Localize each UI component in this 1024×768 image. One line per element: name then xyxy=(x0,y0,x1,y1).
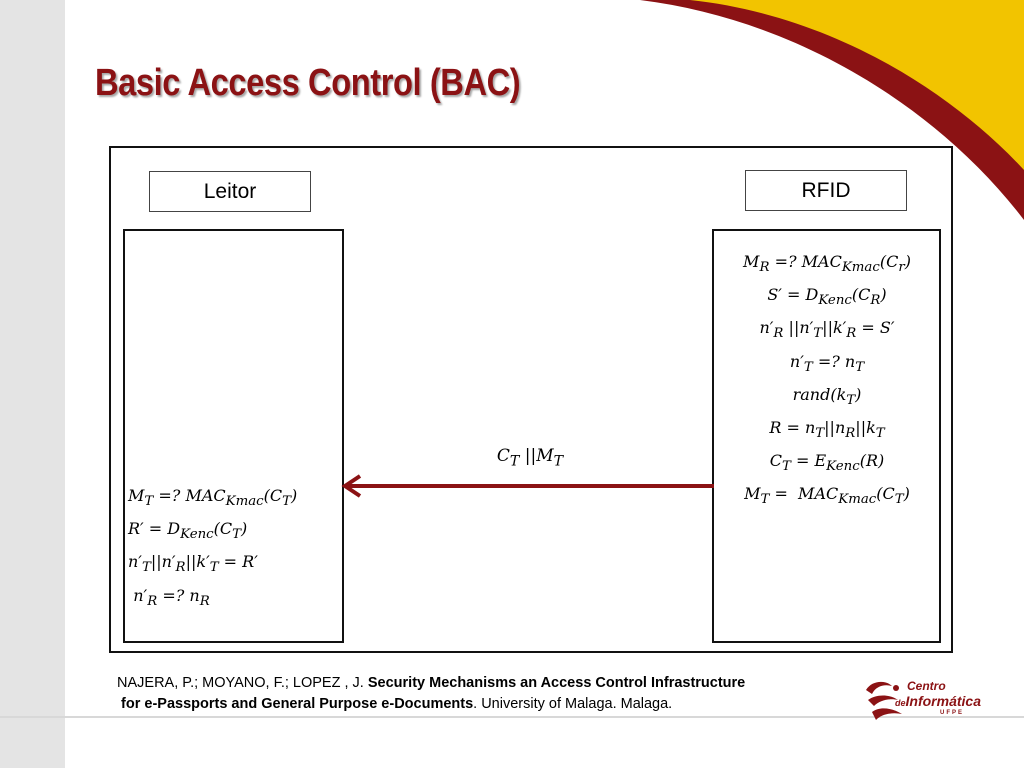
message-arrow xyxy=(341,474,714,498)
rfid-eq-8: MT = MACKmac(CT) xyxy=(744,484,910,508)
reader-equations: MT =? MACKmac(CT) R′ = DKenc(CT) n′T||n′… xyxy=(0,482,343,615)
rfid-label-text: RFID xyxy=(801,178,851,202)
reader-eq-2: R′ = DKenc(CT) xyxy=(128,519,248,543)
rfid-eq-3: n′R ||n′T||k′R = S′ xyxy=(759,318,895,342)
left-strip xyxy=(0,0,65,768)
rfid-eq-7: CT = EKenc(R) xyxy=(769,451,885,475)
cin-logo: Centro deInformática UFPE xyxy=(862,676,1002,722)
footer-divider xyxy=(0,716,1024,718)
citation-title-1: Security Mechanisms an Access Control In… xyxy=(367,675,746,691)
rfid-label: RFID xyxy=(745,170,907,211)
rfid-panel xyxy=(712,229,941,643)
message-label: CT ||MT xyxy=(496,446,564,470)
reader-label: Leitor xyxy=(149,171,311,212)
logo-line3: UFPE xyxy=(940,710,965,716)
logo-line2: deInformática xyxy=(895,693,981,709)
rfid-eq-5: rand(kT) xyxy=(792,384,862,408)
reader-label-text: Leitor xyxy=(203,179,257,203)
citation-authors: NAJERA, P.; MOYANO, F.; LOPEZ , J. xyxy=(117,675,368,691)
logo-line2-small: de xyxy=(895,698,906,708)
reader-eq-3: n′T||n′R||k′T = R′ xyxy=(128,552,258,576)
citation-title-2: for e-Passports and General Purpose e-Do… xyxy=(121,696,474,712)
logo-line1: Centro xyxy=(907,679,946,693)
reader-panel xyxy=(123,229,344,643)
rfid-eq-4: n′T =? nT xyxy=(789,351,865,375)
rfid-eq-2: S′ = DKenc(CR) xyxy=(767,285,887,309)
rfid-eq-6: R = nT||nR||kT xyxy=(769,417,885,442)
citation-rest: . University of Malaga. Malaga. xyxy=(473,696,673,712)
rfid-equations: MR =? MACKmac(Cr) S′ = DKenc(CR) n′R ||n… xyxy=(712,248,942,514)
reader-eq-1: MT =? MACKmac(CT) xyxy=(128,486,298,510)
logo-line2-main: Informática xyxy=(905,693,981,709)
slide-title: Basic Access Control (BAC) xyxy=(95,62,521,104)
rfid-eq-1: MR =? MACKmac(Cr) xyxy=(743,252,911,276)
cin-logo-mark xyxy=(866,681,902,720)
citation: NAJERA, P.; MOYANO, F.; LOPEZ , J. Secur… xyxy=(117,673,877,715)
reader-eq-4: n′R =? nR xyxy=(133,585,210,609)
